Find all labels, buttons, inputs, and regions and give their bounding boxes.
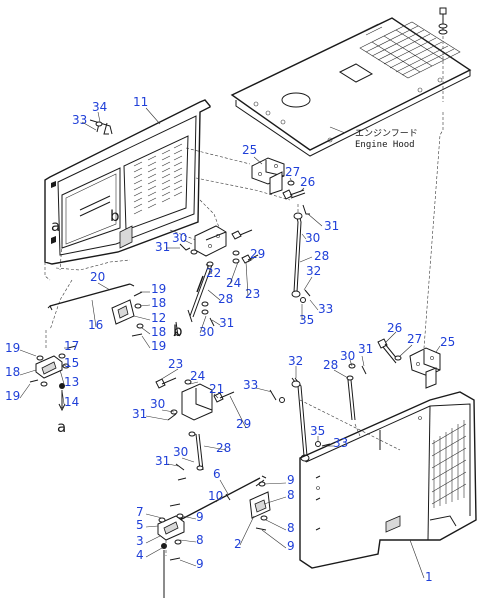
callout-2: 2 [234,537,242,551]
callout-35: 35 [310,424,325,438]
latch-assy-13 [29,330,77,412]
callout-33: 33 [333,436,348,450]
callout-19: 19 [151,282,166,296]
callout-33: 33 [72,113,87,127]
hinge-22 [179,225,259,264]
callout-30: 30 [150,397,165,411]
callout-18: 18 [151,296,166,310]
callout-30: 30 [340,349,355,363]
callout-9: 9 [287,539,295,553]
callout-34: 34 [92,100,107,114]
callout-18: 18 [151,325,166,339]
callout-18: 18 [5,365,20,379]
callout-labels: 34 33 11 25 27 26 31 30 28 32 33 35 31 3… [5,95,455,584]
stay-28-mid [175,433,204,481]
callout-30: 30 [305,231,320,245]
callout-31: 31 [219,316,234,330]
callout-25: 25 [440,335,455,349]
callout-31: 31 [132,407,147,421]
callout-23: 23 [168,357,183,371]
hinge-25-right [377,338,441,389]
callout-11: 11 [133,95,148,109]
callout-31: 31 [155,454,170,468]
callout-30: 30 [173,445,188,459]
callout-21: 21 [209,382,224,396]
callout-4: 4 [136,548,144,562]
callout-9: 9 [196,510,204,524]
callout-23: 23 [245,287,260,301]
callout-19: 19 [5,389,20,403]
callout-22: 22 [206,266,221,280]
hinge-25-upper [251,157,285,195]
ref-mark-a-top: a [51,217,60,235]
callout-30: 30 [172,231,187,245]
callout-1: 1 [425,570,433,584]
latch-rod-6 [177,475,271,531]
ref-mark-b-top: b [110,207,120,225]
ref-mark-a-bottom: a [57,418,66,436]
callout-14: 14 [64,395,79,409]
engine-hood: エンジンフード Engine Hood [230,17,472,157]
callout-7: 7 [136,505,144,519]
callout-24: 24 [226,276,241,290]
callout-28: 28 [218,292,233,306]
callout-12: 12 [151,311,166,325]
callout-32: 32 [288,354,303,368]
callout-28: 28 [216,441,231,455]
callout-25: 25 [242,143,257,157]
callout-15: 15 [64,356,79,370]
callout-19: 19 [5,341,20,355]
callout-8: 8 [287,488,295,502]
callout-31: 31 [358,342,373,356]
callout-10: 10 [208,489,223,503]
callout-17: 17 [64,339,79,353]
callout-9: 9 [287,473,295,487]
callout-6: 6 [213,467,221,481]
callout-8: 8 [287,521,295,535]
bolt-26-upper [282,180,306,200]
callout-35: 35 [299,313,314,327]
callout-28: 28 [314,249,329,263]
callout-27: 27 [407,332,422,346]
side-door-11 [44,99,211,265]
callout-26: 26 [300,175,315,189]
callout-29: 29 [236,417,251,431]
callout-24: 24 [190,369,205,383]
stay-rod-32-mid [269,377,401,463]
callout-29: 29 [250,247,265,261]
leader-lines [19,107,441,579]
side-panel-1 [299,391,477,569]
latch-rod-16 [47,283,144,337]
callout-5: 5 [136,518,144,532]
callout-19: 19 [151,339,166,353]
hood-label-en: Engine Hood [355,140,415,150]
callout-8: 8 [196,533,204,547]
callout-30: 30 [199,325,214,339]
callout-27: 27 [285,165,300,179]
callout-9: 9 [196,557,204,571]
ref-mark-b-mid: b [173,322,183,340]
callout-3: 3 [136,534,144,548]
callout-33: 33 [243,378,258,392]
hood-label-jp: エンジンフード [355,129,418,139]
callout-28: 28 [323,358,338,372]
stay-rod-28-upper [291,204,311,303]
callout-31: 31 [324,219,339,233]
callout-13: 13 [64,375,79,389]
top-right-bolt [423,7,448,349]
callout-31: 31 [155,240,170,254]
callout-33: 33 [318,302,333,316]
callout-32: 32 [306,264,321,278]
callout-26: 26 [387,321,402,335]
callout-20: 20 [90,270,105,284]
gas-spring-28 [173,261,215,337]
pin-34 [95,121,109,135]
